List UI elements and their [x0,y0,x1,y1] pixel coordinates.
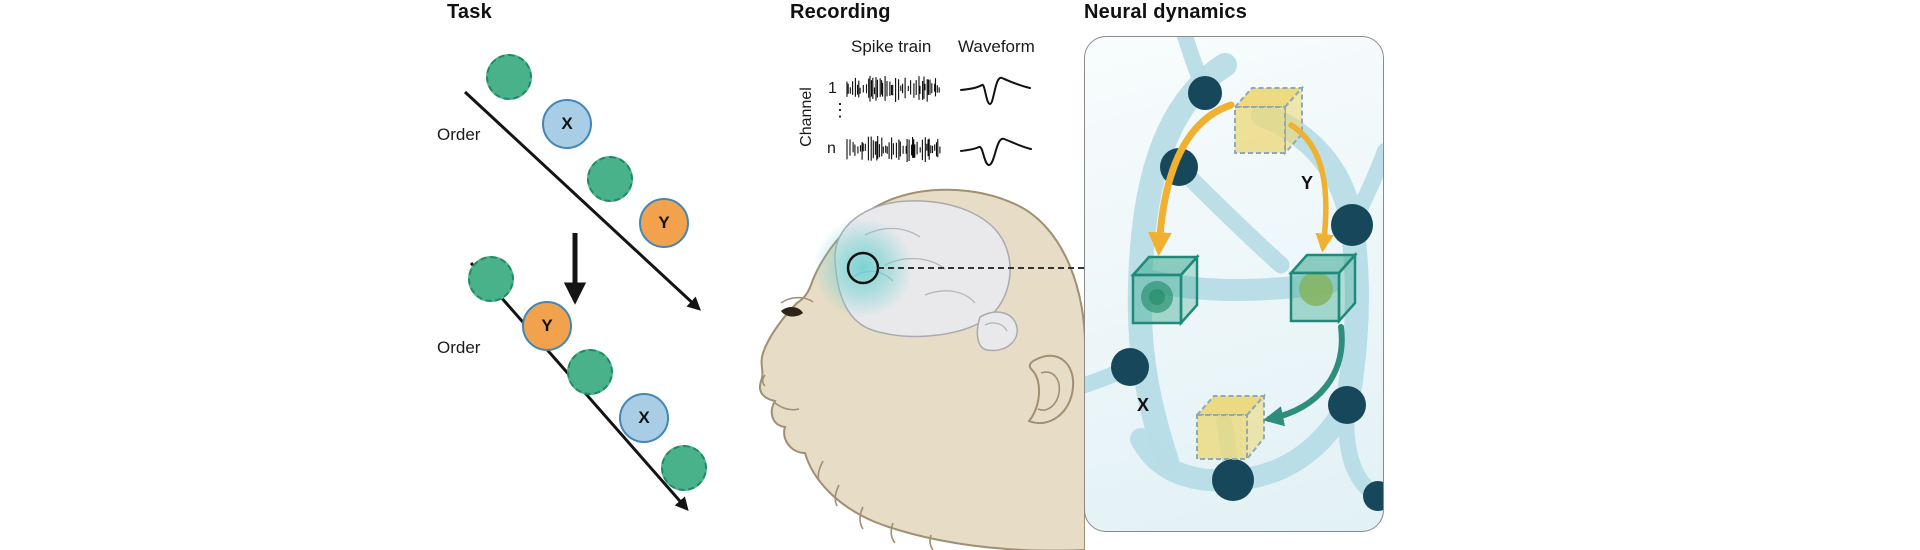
green-circle [587,156,633,202]
channel-1-label: 1 [828,80,837,97]
order-label-2: Order [437,338,481,357]
x-circle: X [542,99,592,149]
network-node [1328,386,1366,424]
green-circle [567,349,613,395]
spike-train-1 [846,76,940,102]
network-node [1331,204,1373,246]
y-circle: Y [522,301,572,351]
fur-stroke [817,460,824,482]
monkey-illustration [759,188,1085,550]
neural-network-svg: Y X [1085,37,1383,511]
monkey-eye [781,307,803,317]
green-circle [468,256,514,302]
monkey-mouth [774,402,800,411]
order-label-1: Order [437,125,481,144]
channel-axis-label: Channel [798,87,815,147]
channel-dots: ⋮ [831,100,849,120]
state-label-x: X [1137,395,1149,415]
monkey-ear-inner [1037,371,1061,411]
state-cube-green-left [1130,253,1200,327]
fur-stroke [859,506,864,530]
waveform-1 [960,76,1031,106]
fur-stroke [929,534,934,550]
state-cube-yellow-bottom [1194,393,1267,462]
waveform-2 [960,137,1032,167]
fur-stroke [834,484,840,507]
cube-glow-green [1149,289,1165,305]
x-circle-label: X [561,114,573,133]
monkey-brow [780,296,814,304]
state-cube-yellow-top [1232,85,1305,156]
green-circle [486,54,532,100]
cube-glow-yellow [1299,272,1333,306]
spike-train-2 [846,136,941,162]
cerebellum [976,311,1018,352]
brain-region-highlight [813,218,913,318]
transition-arrow-yellow [1148,101,1235,257]
y-circle: Y [639,198,689,248]
recording-site-dashed-line [878,267,1084,269]
network-node [1111,348,1149,386]
sequence-arrow-1 [463,90,701,311]
y-circle-label: Y [541,316,553,335]
channel-n-label: n [827,140,836,157]
green-circle [661,445,707,491]
task-title: Task [447,1,492,23]
spike-train-label: Spike train [851,37,932,56]
x-circle: X [619,393,669,443]
neural-dynamics-title: Neural dynamics [1084,1,1248,23]
network-node [1188,76,1222,110]
transition-arrow-yellow-right [1288,122,1334,253]
cerebellum-line [984,322,1008,332]
monkey-ear [1027,354,1075,424]
network-node [1212,459,1254,501]
recording-title: Recording [790,1,891,23]
waveform-label: Waveform [958,37,1035,56]
neural-dynamics-panel: Y X [1084,36,1384,532]
network-edge [1170,158,1290,274]
fur-stroke [890,522,896,544]
brain-sulcus [924,290,976,304]
x-circle-label: X [638,408,650,427]
network-node [1363,481,1383,511]
y-circle-label: Y [658,213,670,232]
state-label-y: Y [1301,173,1313,193]
state-cube-green-right [1288,251,1358,325]
transition-arrow-teal [1262,324,1345,427]
network-edge [1127,53,1237,473]
monkey-nostril [761,374,766,387]
